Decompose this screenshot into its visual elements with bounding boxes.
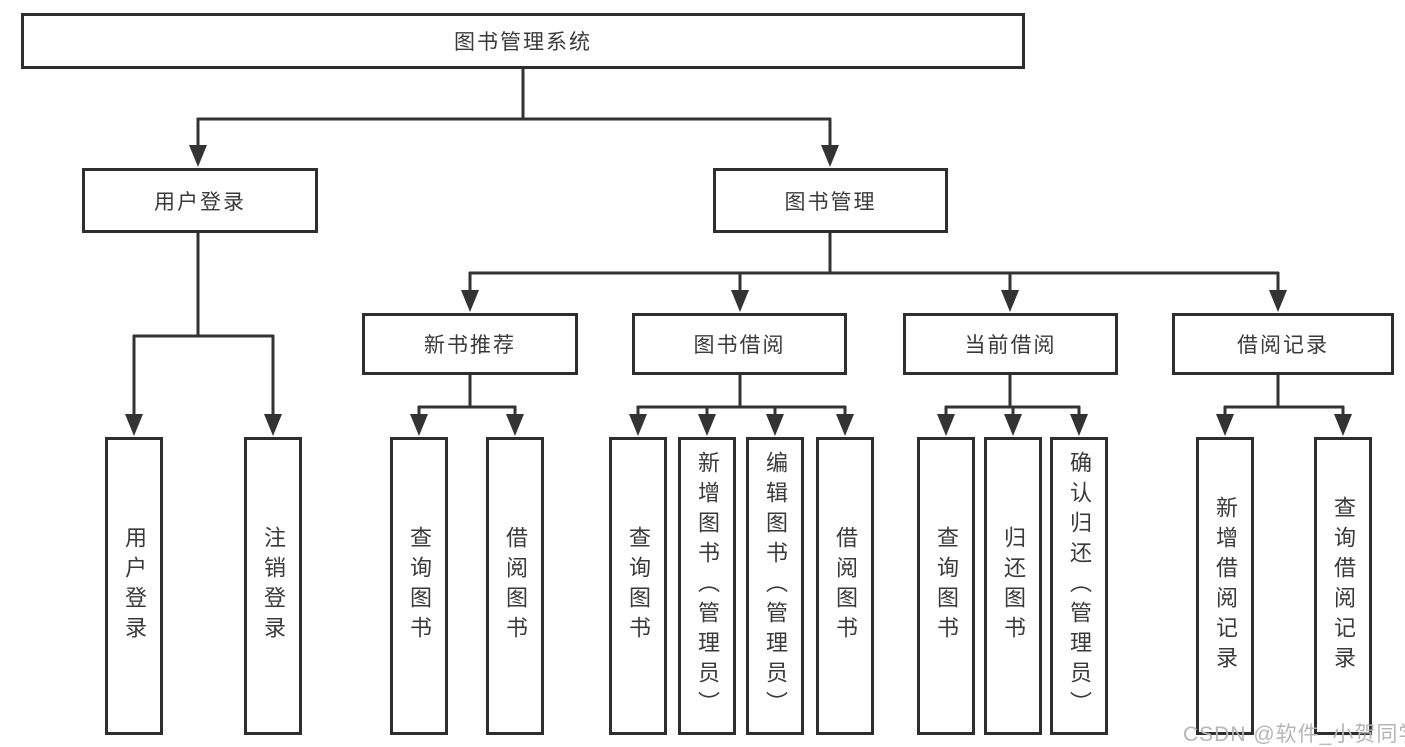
leaf-current-confirm-return-admin-label: 确认归还（管理员） [1067, 451, 1092, 721]
leaf-user-login: 用户登录 [105, 437, 163, 735]
leaf-record-add-record-label: 新增借阅记录 [1213, 496, 1238, 676]
leaf-user-login-label: 用户登录 [122, 526, 147, 646]
leaf-newbook-query-book-label: 查询图书 [407, 526, 432, 646]
leaf-newbook-borrow-book: 借阅图书 [486, 437, 544, 735]
node-borrow-record: 借阅记录 [1172, 313, 1394, 375]
node-book-borrow-label: 图书借阅 [693, 334, 786, 357]
leaf-borrow-query-book-label: 查询图书 [626, 526, 651, 646]
leaf-borrow-borrow-book-label: 借阅图书 [833, 526, 858, 646]
node-root: 图书管理系统 [21, 13, 1025, 69]
node-user-login: 用户登录 [82, 168, 318, 233]
watermark: CSDN @软件_小贺同学 [1183, 723, 1405, 746]
leaf-borrow-edit-book-admin-label: 编辑图书（管理员） [763, 451, 788, 721]
leaf-logout: 注销登录 [244, 437, 302, 735]
leaf-current-confirm-return-admin: 确认归还（管理员） [1050, 437, 1108, 735]
leaf-record-query-record: 查询借阅记录 [1314, 437, 1372, 735]
leaf-borrow-query-book: 查询图书 [609, 437, 667, 735]
node-book-management: 图书管理 [713, 168, 948, 233]
node-current-borrow-label: 当前借阅 [964, 334, 1057, 357]
node-user-login-label: 用户登录 [154, 190, 246, 214]
node-current-borrow: 当前借阅 [903, 313, 1118, 375]
node-new-book-recommend: 新书推荐 [362, 313, 578, 375]
node-book-management-label: 图书管理 [784, 190, 877, 214]
leaf-newbook-query-book: 查询图书 [390, 437, 448, 735]
leaf-logout-label: 注销登录 [261, 526, 286, 646]
leaf-record-add-record: 新增借阅记录 [1196, 437, 1254, 735]
leaf-borrow-add-book-admin: 新增图书（管理员） [678, 437, 736, 735]
node-new-book-recommend-label: 新书推荐 [424, 334, 516, 357]
leaf-record-query-record-label: 查询借阅记录 [1331, 496, 1356, 676]
node-book-borrow: 图书借阅 [632, 313, 847, 375]
leaf-newbook-borrow-book-label: 借阅图书 [503, 526, 528, 646]
leaf-borrow-add-book-admin-label: 新增图书（管理员） [695, 451, 720, 721]
leaf-current-return-book: 归还图书 [984, 437, 1042, 735]
leaf-current-query-book: 查询图书 [917, 437, 975, 735]
leaf-borrow-borrow-book: 借阅图书 [816, 437, 874, 735]
leaf-current-query-book-label: 查询图书 [934, 526, 959, 646]
leaf-borrow-edit-book-admin: 编辑图书（管理员） [746, 437, 804, 735]
node-borrow-record-label: 借阅记录 [1237, 334, 1329, 357]
leaf-current-return-book-label: 归还图书 [1001, 526, 1026, 646]
node-root-label: 图书管理系统 [454, 31, 592, 54]
